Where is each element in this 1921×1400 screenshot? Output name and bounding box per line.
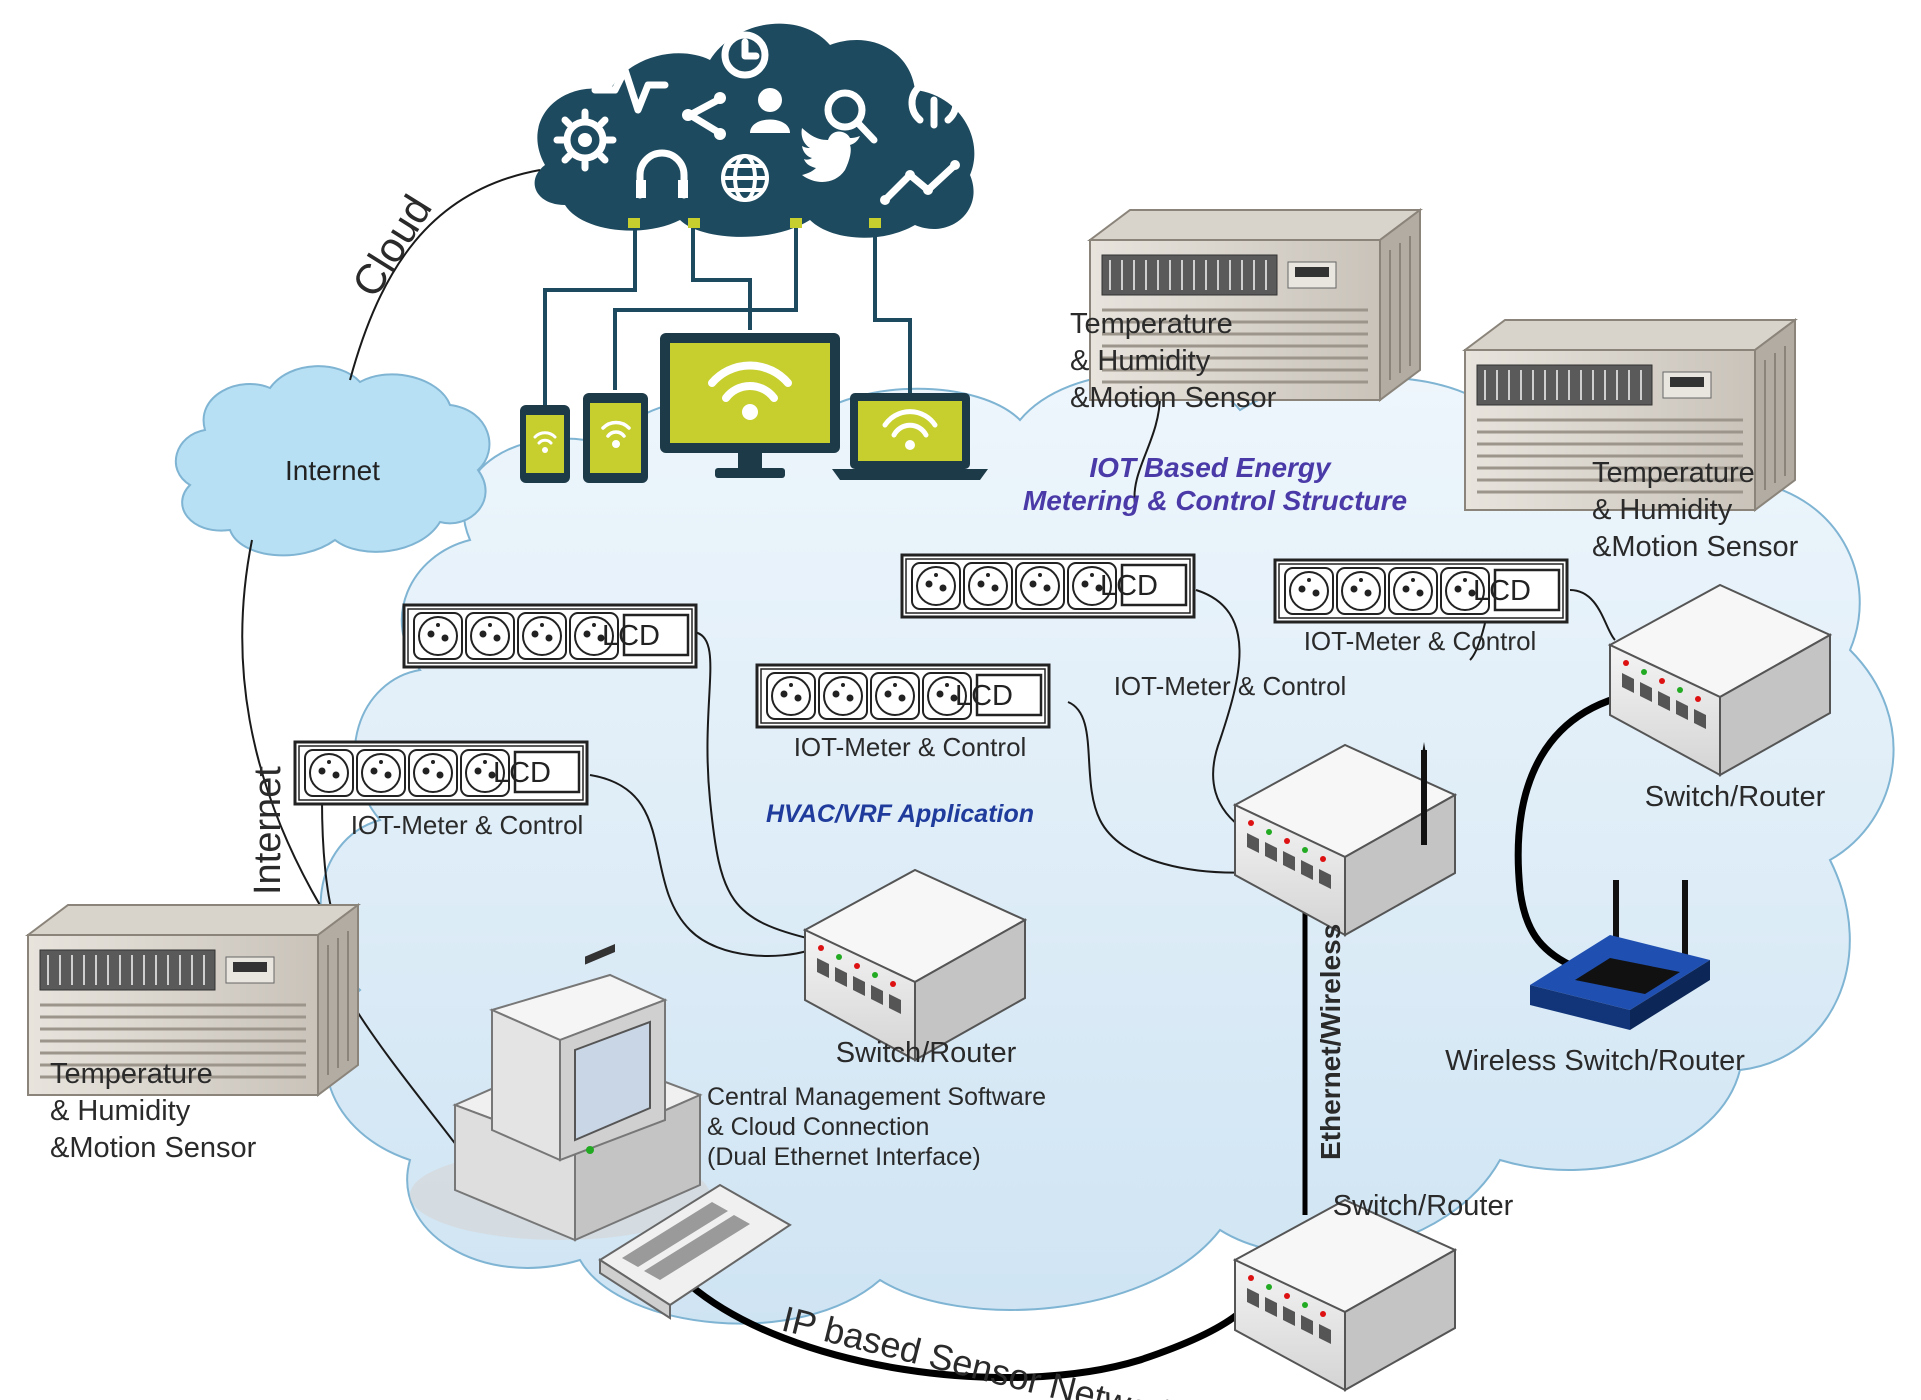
sensor-label-line-1: Temperature [50, 1058, 213, 1090]
share-icon [682, 92, 726, 140]
switch-router-label: Switch/Router [836, 1037, 1017, 1069]
sensor-label-top: Temperature & Humidity &Motion Sensor [1070, 308, 1277, 414]
iot-meter-label: IOT-Meter & Control [1304, 626, 1537, 656]
cloud-label: Cloud [343, 187, 441, 305]
sensor-label-line-3: &Motion Sensor [1070, 382, 1277, 414]
ip-network-label: IP based Sensor Network [778, 1298, 1184, 1400]
tablet-device [583, 393, 648, 483]
sensor-label-line-2: & Humidity [1592, 494, 1733, 526]
wireless-router-label: Wireless Switch/Router [1445, 1045, 1745, 1077]
twitter-icon [801, 128, 860, 182]
router-cable [1514, 686, 1661, 969]
globe-icon [721, 154, 769, 202]
internet-cloud-label: Internet [285, 455, 380, 486]
title-line-2: Metering & Control Structure [1023, 485, 1407, 516]
wifi-icon [882, 409, 938, 438]
hvac-application-label: HVAC/VRF Application [766, 800, 1034, 828]
clock-icon [721, 31, 769, 79]
central-management-line-1: Central Management Software [707, 1083, 1046, 1111]
switch-router-label: Switch/Router [1645, 781, 1826, 813]
sensor-label-line-3: &Motion Sensor [50, 1132, 257, 1164]
ethernet-wireless-label: Ethernet/Wireless [1315, 924, 1346, 1160]
central-management-line-3: (Dual Ethernet Interface) [707, 1143, 981, 1171]
gear-icon [553, 108, 617, 172]
antenna [1421, 742, 1427, 845]
wifi-icon [533, 431, 557, 445]
lcd-label: LCD [602, 620, 660, 652]
user-icon [750, 88, 790, 133]
wifi-icon [708, 361, 792, 402]
internet-links [241, 169, 541, 1151]
sensor-label-line-2: & Humidity [50, 1095, 191, 1127]
central-management-line-2: & Cloud Connection [707, 1113, 929, 1141]
cloud-device-links [543, 225, 912, 405]
switch-router-label: Switch/Router [1333, 1190, 1514, 1222]
sensor-label-line-1: Temperature [1070, 308, 1233, 340]
internet-vertical-label: Internet [247, 766, 289, 895]
iot-meter-label: IOT-Meter & Control [351, 810, 584, 840]
lcd-label: LCD [955, 680, 1013, 712]
sensor-label-right: Temperature & Humidity &Motion Sensor [1592, 457, 1799, 563]
wifi-icon [601, 420, 631, 438]
iot-meter-label: IOT-Meter & Control [1114, 671, 1347, 701]
internet-cloud [174, 365, 491, 557]
headphones-icon [636, 149, 688, 199]
central-computer [410, 943, 792, 1320]
lcd-label: LCD [493, 757, 551, 789]
trend-icon [880, 160, 960, 205]
phone-device [520, 405, 570, 483]
pulse-icon [591, 66, 669, 114]
power-icon [908, 77, 960, 129]
sensor-label-line-3: &Motion Sensor [1592, 531, 1799, 563]
lcd-label: LCD [1473, 575, 1531, 607]
sensor-label-line-2: & Humidity [1070, 345, 1211, 377]
search-icon [824, 89, 878, 144]
title-line-1: IOT Based Energy [1089, 452, 1332, 483]
monitor-device [660, 333, 840, 478]
sensor-label-line-1: Temperature [1592, 457, 1755, 489]
iot-meter-label: IOT-Meter & Control [794, 732, 1027, 762]
lcd-label: LCD [1100, 570, 1158, 602]
laptop-device [832, 393, 988, 480]
wireless-router [1530, 880, 1710, 1030]
sensor-label-left: Temperature & Humidity &Motion Sensor [50, 1058, 257, 1164]
